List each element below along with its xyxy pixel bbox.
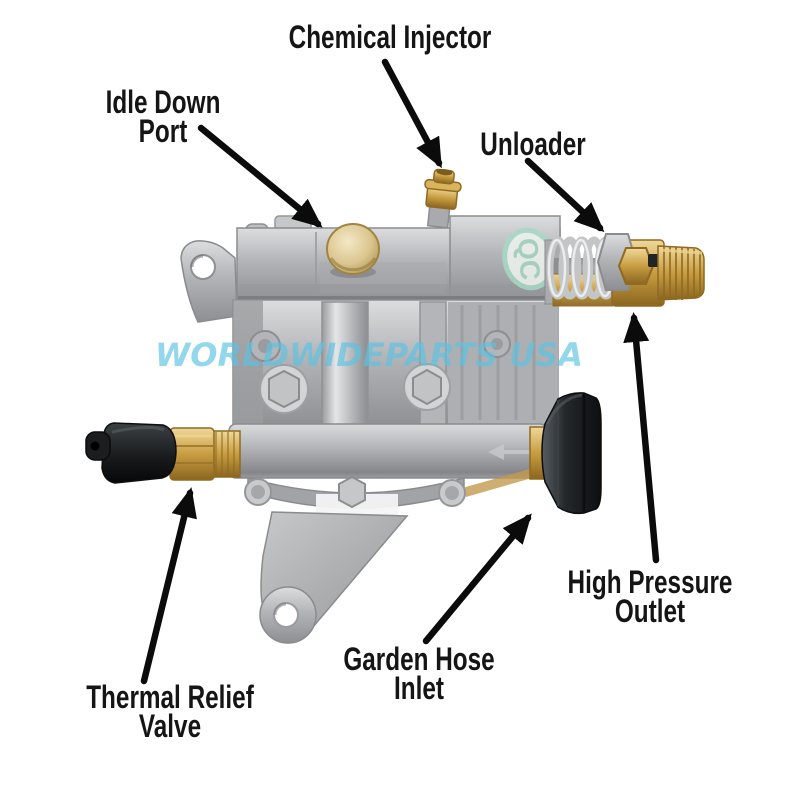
thermal-relief-valve-part [85, 422, 241, 484]
label-thermal-relief-valve: Thermal Relief Valve [86, 679, 254, 745]
label-line: Outlet [614, 593, 686, 630]
chemical-injector-barb [424, 168, 462, 229]
label-line: Port [138, 113, 188, 150]
label-line: Inlet [393, 670, 444, 707]
idle-down-port-cap [326, 223, 380, 278]
label-unloader: Unloader [480, 126, 586, 162]
high-pressure-outlet-fitting [596, 233, 705, 307]
unloader-assembly [544, 233, 705, 307]
label-line: Valve [138, 708, 202, 745]
watermark-text: WORLDWIDEPARTS USA [155, 336, 584, 374]
label-line: Chemical Injector [288, 19, 492, 55]
label-idle-down-port: Idle Down Port [105, 84, 221, 150]
garden-hose-knob [529, 392, 602, 515]
qc-badge: QC [502, 227, 556, 291]
pump-head [236, 215, 561, 306]
pump-body [232, 299, 559, 429]
label-chemical-injector: Chemical Injector [288, 19, 492, 55]
embossed-flow-arrow [488, 444, 530, 460]
mounting-ear [180, 240, 238, 323]
label-line: High Pressure [567, 564, 733, 600]
bracket-hex-bolt [338, 475, 366, 509]
label-garden-hose-inlet: Garden Hose Inlet [343, 641, 495, 707]
label-high-pressure-outlet: High Pressure Outlet [567, 564, 733, 630]
brass-under-pipe [462, 469, 532, 497]
qc-badge-text: QC [512, 237, 546, 281]
label-line: Unloader [480, 126, 586, 162]
label-line: Idle Down [105, 84, 221, 120]
mounting-bracket [244, 475, 466, 644]
label-line: Garden Hose [343, 641, 495, 677]
label-line: Thermal Relief [86, 679, 254, 715]
